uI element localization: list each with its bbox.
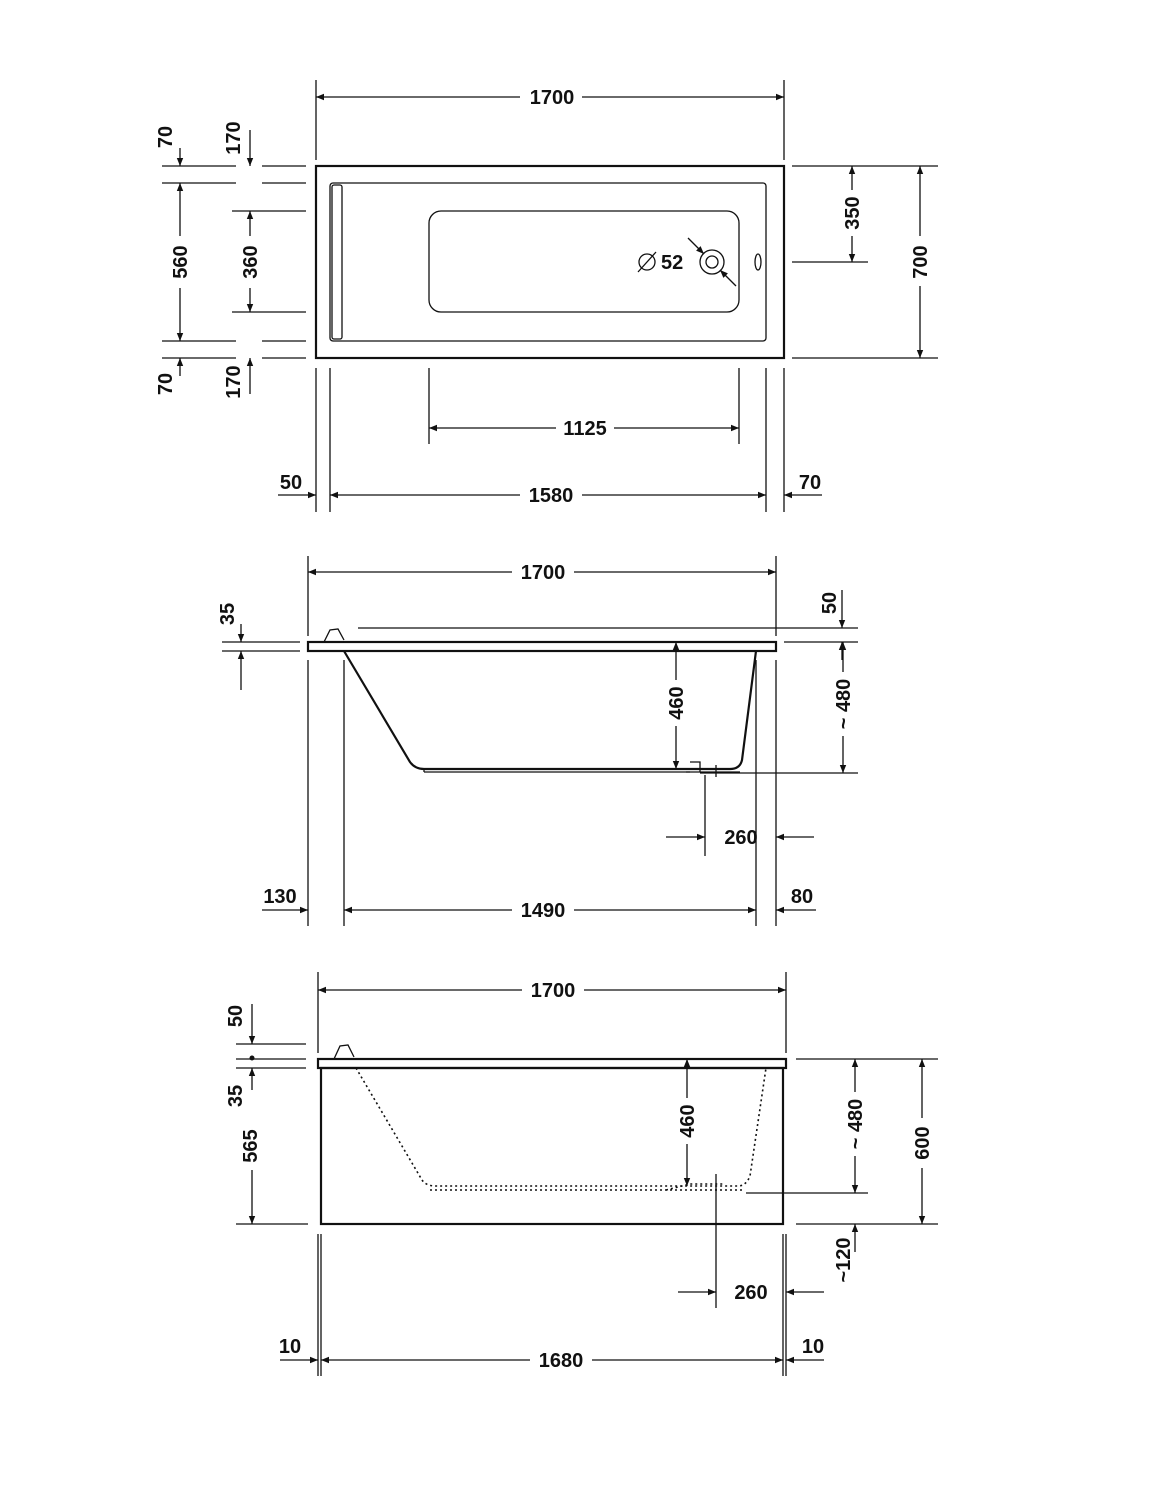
top-offset-label: 170 (223, 121, 245, 154)
side-rim-top-label: 50 (819, 592, 841, 614)
front-feet-label: ~120 (833, 1237, 855, 1282)
front-rim-label: 35 (225, 1085, 247, 1107)
drain-diameter-label: 52 (661, 252, 683, 274)
front-height-label: ~ 480 (845, 1099, 867, 1150)
tub-rim (306, 640, 778, 653)
rim-left-label: 50 (280, 472, 302, 494)
rim-right-label: 70 (799, 472, 821, 494)
side-view: 1700 35 50 460 ~ 480 260 130 1490 80 (217, 556, 858, 926)
inner-width-label: 560 (170, 245, 192, 278)
side-depth-label: 460 (666, 686, 688, 719)
front-length-label: 1700 (531, 980, 576, 1002)
front-panel-length-label: 1680 (539, 1350, 584, 1372)
tub-floor (428, 210, 740, 313)
top-length-label: 1700 (530, 87, 575, 109)
side-left-offset-label: 130 (263, 886, 296, 908)
front-left-offset-label: 10 (279, 1336, 301, 1358)
front-panel-height-label: 565 (240, 1129, 262, 1162)
side-height-label: ~ 480 (833, 679, 855, 730)
front-view: 1700 50 35 565 460 ~ 480 600 ~120 260 10 (225, 972, 938, 1376)
front-top-gap-label: 50 (225, 1005, 247, 1027)
bottom-edge-label: 70 (155, 373, 177, 395)
front-drain-distance-label: 260 (734, 1282, 767, 1304)
tub-body (343, 650, 758, 771)
top-view: 52 1700 70 170 560 360 70 170 (155, 80, 938, 512)
front-rim (316, 1057, 788, 1070)
drain-icon (687, 237, 737, 287)
front-right-offset-label: 10 (802, 1336, 824, 1358)
floor-width-label: 360 (240, 245, 262, 278)
side-drain-distance-label: 260 (724, 827, 757, 849)
side-rim-label: 35 (217, 603, 239, 625)
inner-rim (329, 182, 767, 342)
backrest (331, 184, 343, 340)
front-depth-label: 460 (677, 1104, 699, 1137)
floor-length-label: 1125 (563, 418, 606, 440)
front-total-height-label: 600 (912, 1126, 934, 1159)
width-label: 700 (910, 245, 932, 278)
side-length-label: 1700 (521, 562, 566, 584)
top-edge-label: 70 (155, 126, 177, 148)
hidden-tub-outline (355, 1067, 767, 1187)
inner-length-label: 1580 (529, 485, 574, 507)
side-base-length-label: 1490 (521, 900, 566, 922)
tub-outline (314, 164, 786, 360)
overflow-icon (754, 253, 762, 271)
diameter-symbol (637, 251, 657, 273)
front-panel (319, 1066, 785, 1226)
drain-offset-label: 350 (842, 196, 864, 229)
side-right-offset-label: 80 (791, 886, 813, 908)
bottom-offset-label: 170 (223, 365, 245, 398)
